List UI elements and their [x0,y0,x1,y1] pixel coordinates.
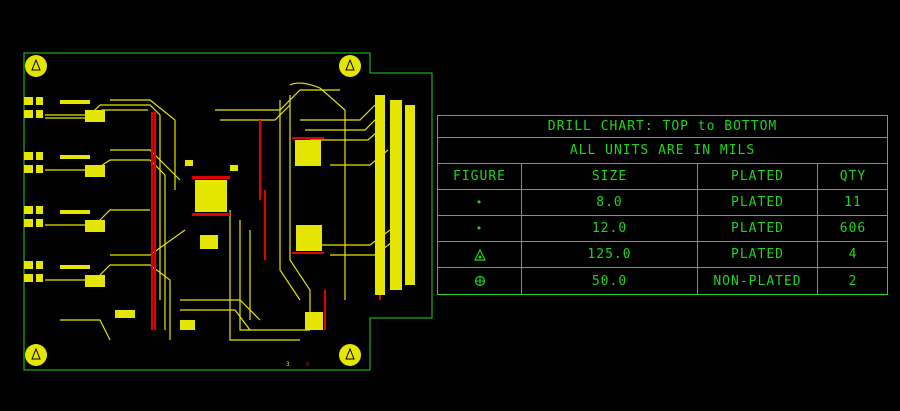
qty-value: 606 [839,221,867,236]
header-plated: PLATED [698,164,818,189]
triangle-icon [438,242,522,267]
size-value: 8.0 [522,190,698,215]
dot-small-icon: • [438,190,522,215]
plated-value: PLATED [698,242,818,267]
circle-cross-icon [438,268,522,294]
components [60,95,415,330]
header-figure: FIGURE [438,164,522,189]
table-row: • 8.0 PLATED 11 [438,190,887,216]
drill-chart-table: DRILL CHART: TOP to BOTTOM ALL UNITS ARE… [437,115,888,295]
plated-value: PLATED [698,190,818,215]
plated-value: PLATED [698,216,818,241]
table-row: 125.0 PLATED 4 [438,242,887,268]
traces [45,82,396,341]
table-row: • 12.0 PLATED 606 [438,216,887,242]
board-outline [23,52,433,371]
dot-medium-icon: • [438,216,522,241]
size-value: 50.0 [522,268,698,294]
svg-text:6: 6 [306,361,310,368]
connector-pads [24,97,43,282]
svg-text:3: 3 [286,361,290,368]
qty-value: 2 [848,273,858,289]
mounting-holes [25,55,361,366]
drill-chart-title: DRILL CHART: TOP to BOTTOM [438,116,887,138]
red-traces [151,112,381,330]
size-value: 12.0 [522,216,698,241]
drill-chart-header-row: FIGURE SIZE PLATED QTY [438,164,887,190]
plated-value: NON-PLATED [698,268,818,294]
board-labels: 3 6 [286,361,310,368]
size-value: 125.0 [522,242,698,267]
header-size: SIZE [522,164,698,189]
header-qty: QTY [839,169,867,184]
ic-pins [192,137,324,254]
qty-value: 11 [844,195,862,210]
drill-chart-subtitle: ALL UNITS ARE IN MILS [438,138,887,164]
qty-value: 4 [848,247,858,262]
table-row: 50.0 NON-PLATED 2 [438,268,887,294]
